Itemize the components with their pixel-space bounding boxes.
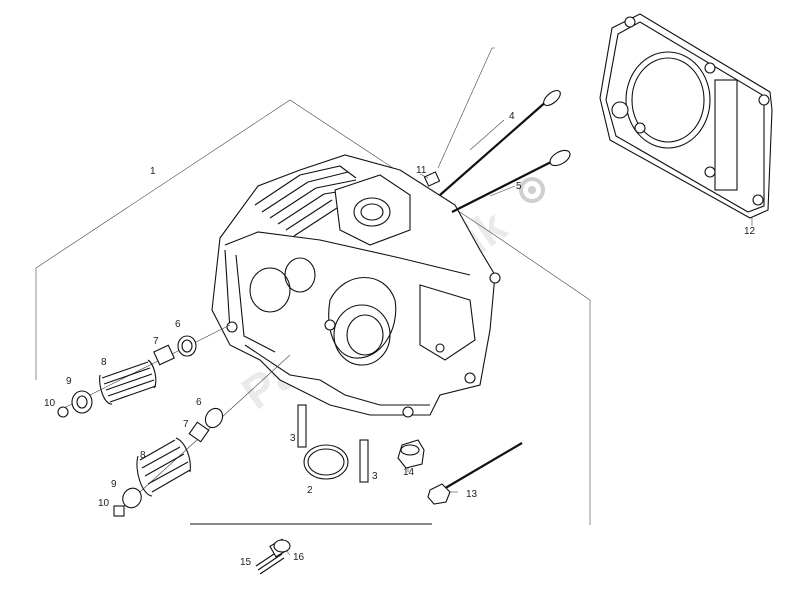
callout-7a: 7 xyxy=(153,336,159,347)
callout-10b: 10 xyxy=(98,498,110,509)
callout-3b: 3 xyxy=(372,471,378,482)
leader-lines xyxy=(285,119,753,556)
callout-14: 14 xyxy=(403,467,415,478)
callout-4: 4 xyxy=(509,111,515,122)
dowel-pin-3-left xyxy=(297,404,307,448)
callout-16: 16 xyxy=(293,552,305,563)
watermark-gear-icon xyxy=(519,177,545,203)
valve-bracket xyxy=(437,47,495,169)
bolt-13 xyxy=(427,442,523,505)
callout-12: 12 xyxy=(744,226,756,237)
callout-15: 15 xyxy=(240,557,252,568)
callout-6a: 6 xyxy=(175,319,181,330)
callout-11: 11 xyxy=(416,165,427,176)
callout-3a: 3 xyxy=(290,433,296,444)
o-ring-2 xyxy=(303,444,349,480)
head-gasket-12 xyxy=(599,13,773,219)
callout-7b: 7 xyxy=(183,419,189,430)
callout-9b: 9 xyxy=(111,479,117,490)
callout-5: 5 xyxy=(516,181,522,192)
callout-8a: 8 xyxy=(101,357,107,368)
callout-1: 1 xyxy=(150,166,156,177)
callout-2: 2 xyxy=(307,485,313,496)
callout-6b: 6 xyxy=(196,397,202,408)
valve-spring-set-lower xyxy=(113,354,291,517)
callout-13: 13 xyxy=(466,489,478,500)
plug-14 xyxy=(397,439,425,469)
callout-10a: 10 xyxy=(44,398,56,409)
callout-9a: 9 xyxy=(66,376,72,387)
valve-4 xyxy=(439,89,561,196)
valve-spring-set-upper xyxy=(57,324,231,418)
callout-8b: 8 xyxy=(140,450,146,461)
callouts: 1 2 3 3 4 5 6 6 7 7 8 8 9 9 10 10 11 12 … xyxy=(44,111,756,568)
dowel-pin-3-right xyxy=(359,439,369,483)
assembly-bracket-right-top xyxy=(489,231,591,301)
valve-5 xyxy=(451,149,571,213)
cylinder-head xyxy=(211,154,501,418)
washer-16 xyxy=(273,539,291,553)
dowel-11 xyxy=(423,171,441,187)
